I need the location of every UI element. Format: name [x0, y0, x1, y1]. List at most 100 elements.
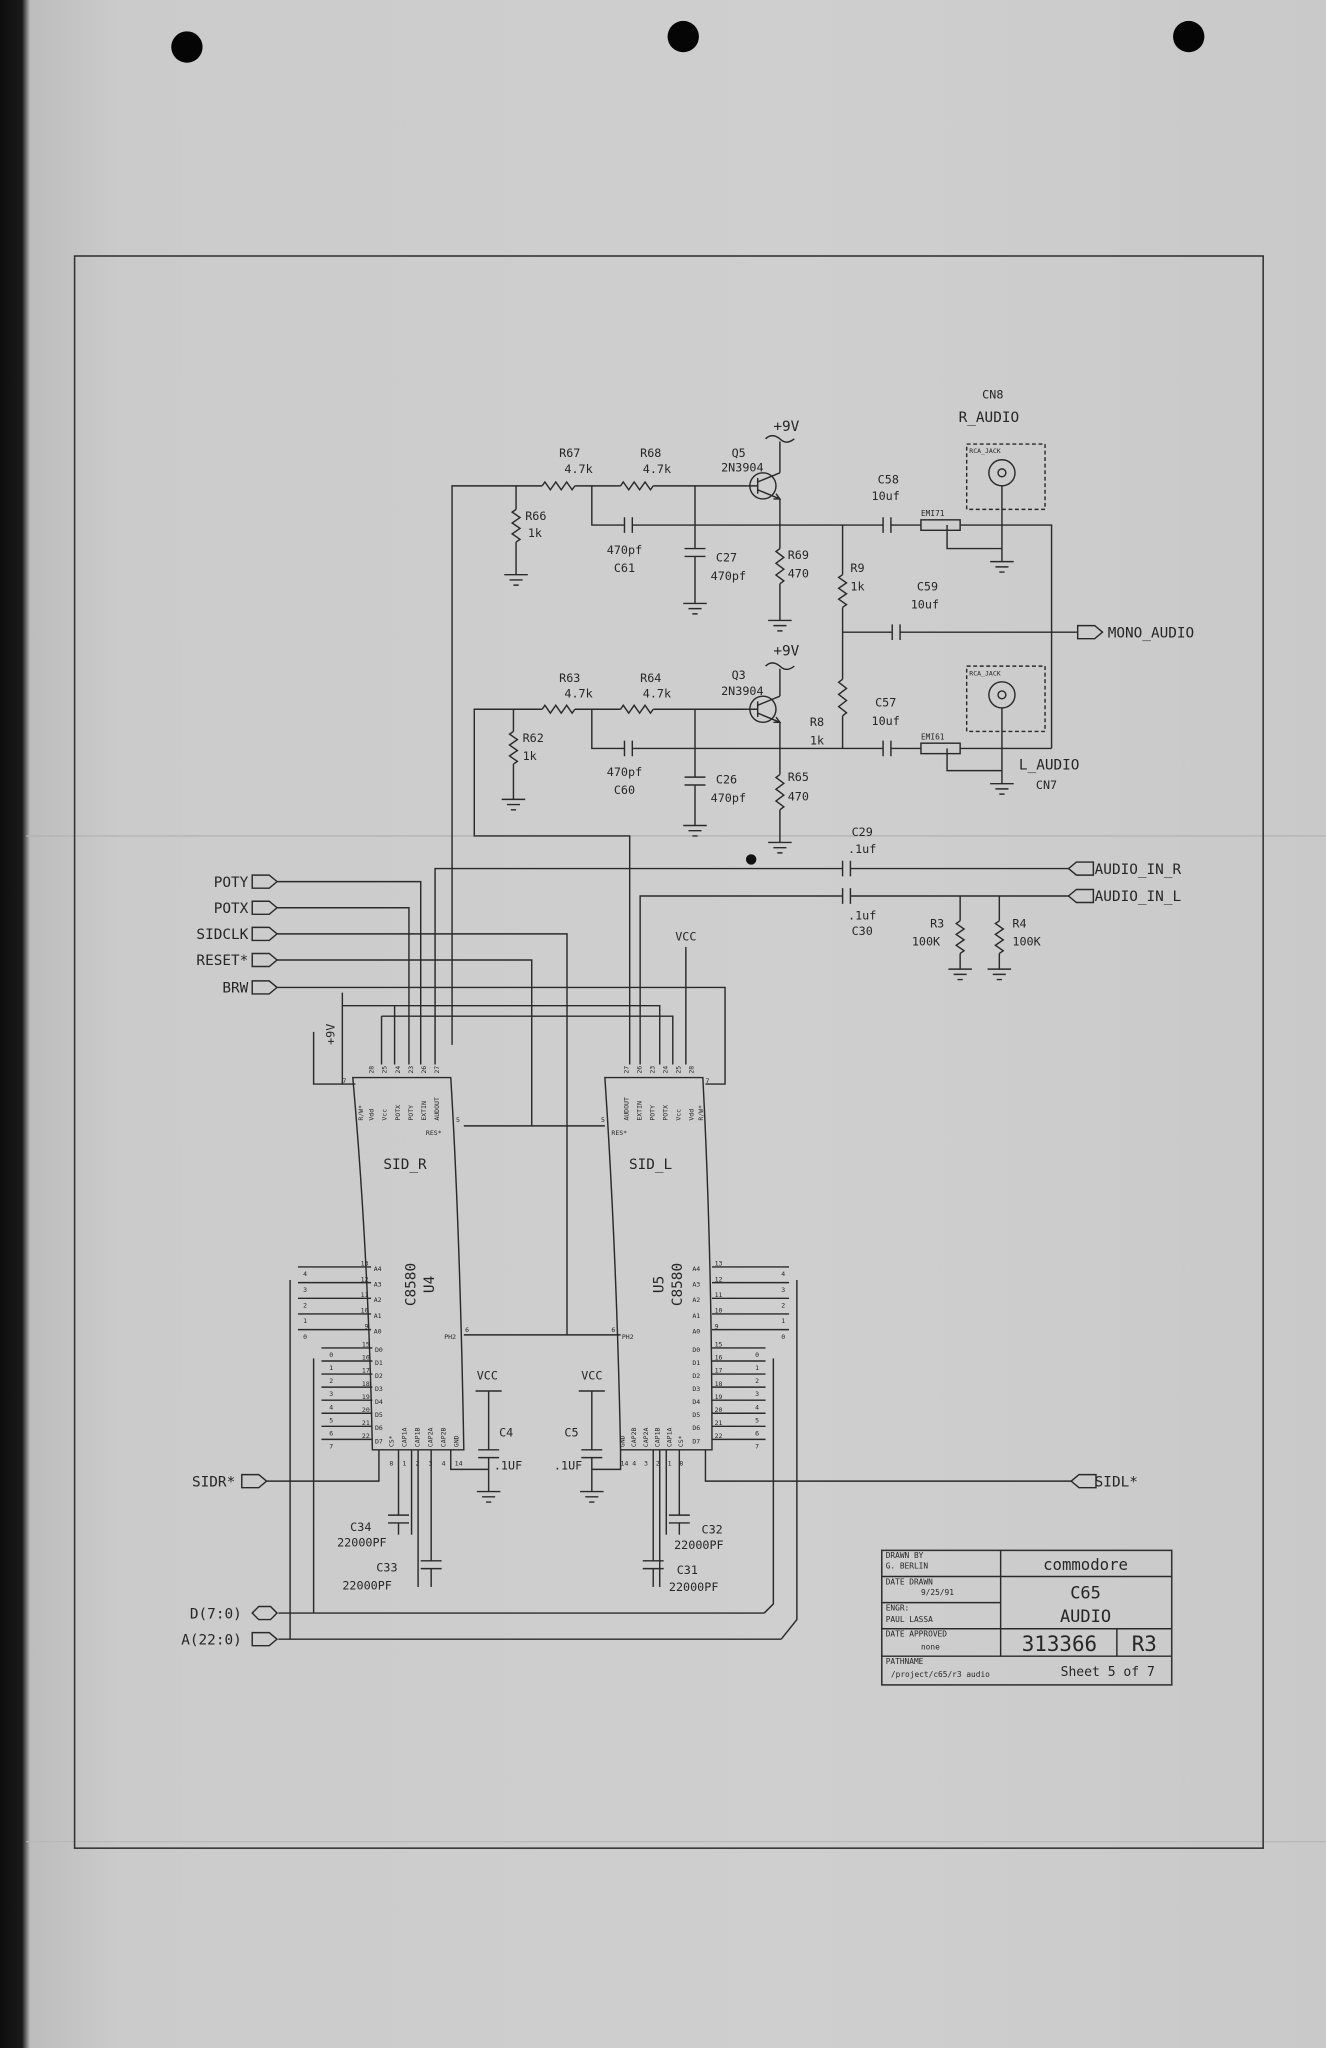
- d-bus-connector: [251, 1605, 279, 1621]
- capacitor-c5: [581, 1449, 603, 1459]
- pin-number: 8: [389, 1459, 393, 1467]
- ground-symbol: [948, 968, 972, 981]
- parts-c27-1-label: 470pf: [711, 569, 746, 583]
- title-block-date-drawn: 9/25/91: [921, 1588, 954, 1597]
- pin-number: 3: [429, 1459, 433, 1467]
- power-vcc-label: VCC: [675, 929, 696, 943]
- pin-name: POTX: [394, 1105, 402, 1121]
- resistor-r64: [619, 704, 654, 715]
- pin-name: CAP2B: [630, 1427, 638, 1447]
- resistor-r3: [954, 920, 966, 955]
- wire: [591, 709, 625, 750]
- audio-in-r-connector: [1067, 861, 1095, 876]
- parts-q5-1-label: 2N3904: [721, 461, 763, 475]
- pin-name: PH2: [444, 1333, 456, 1341]
- parts-r65-1-label: 470: [788, 790, 809, 804]
- wire: [473, 708, 631, 1065]
- power-vcc-label: VCC: [477, 1368, 498, 1382]
- bus-entry-number: 2: [755, 1377, 759, 1385]
- bus-entry-number: 1: [329, 1364, 333, 1372]
- ground-symbol: [768, 841, 792, 854]
- parts-r9-1-label: 1k: [850, 579, 864, 593]
- pin-number: 11: [715, 1291, 723, 1299]
- wire: [277, 933, 568, 1335]
- title-block-engr-label: ENGR:: [886, 1603, 910, 1612]
- parts-q5-0-label: Q5: [732, 446, 746, 460]
- power-9v-symbol: [765, 434, 795, 443]
- pin-name: D5: [375, 1411, 383, 1419]
- pin-number: 14: [621, 1459, 629, 1467]
- parts-c30-0-label: C30: [852, 924, 873, 938]
- brw-connector: [251, 980, 279, 995]
- signals-potx-label: POTX: [214, 901, 249, 917]
- parts-c57-1-label: 10uf: [872, 714, 900, 728]
- pin-number: 27: [433, 1066, 441, 1074]
- wire: [277, 907, 410, 1065]
- parts-r67-0-label: R67: [559, 446, 580, 460]
- title-block-date-approved-label: DATE APPROVED: [886, 1630, 948, 1639]
- potx-connector: [251, 900, 279, 916]
- parts-c26-0-label: C26: [716, 773, 737, 787]
- parts-c5-1-label: .1UF: [554, 1458, 582, 1472]
- parts-r62-1-label: 1k: [523, 749, 537, 763]
- chips-sid_l-name-label: SID_L: [629, 1157, 672, 1173]
- pin-name: A2: [374, 1296, 382, 1304]
- ground-symbol: [987, 968, 1012, 981]
- pin-number: 20: [362, 1406, 370, 1414]
- pin-name: D7: [375, 1437, 383, 1445]
- pin-name: CAP1B: [413, 1427, 421, 1447]
- pin-name: A4: [692, 1265, 700, 1273]
- title-block-drawn-by: G. BERLIN: [886, 1562, 929, 1571]
- sidr-connector: [241, 1473, 268, 1489]
- resistor-r8: [837, 678, 848, 717]
- pin-name: CAP2A: [426, 1427, 434, 1447]
- wire: [312, 1031, 343, 1085]
- mono-audio-connector: [1076, 624, 1104, 640]
- pin-name: Vdd: [368, 1109, 376, 1121]
- resistor-r66: [510, 508, 522, 543]
- pin-name: D0: [375, 1346, 383, 1354]
- pin-number: 23: [649, 1066, 657, 1074]
- capacitor-c30: [841, 888, 852, 904]
- pin-name: GND: [453, 1435, 461, 1447]
- resistor-r63: [541, 704, 576, 715]
- signals-in_r-label: AUDIO_IN_R: [1095, 862, 1182, 878]
- pin-name: D6: [692, 1424, 700, 1432]
- pin-name: D1: [692, 1359, 700, 1367]
- pin-number: 2: [415, 1459, 419, 1467]
- ground-symbol: [683, 602, 707, 615]
- pin-name: D2: [692, 1372, 700, 1380]
- resistor-r65: [774, 773, 786, 811]
- pin-name: EXTIN: [420, 1101, 428, 1121]
- pin-number: 8: [679, 1459, 683, 1467]
- bus-entry-number: 7: [329, 1442, 333, 1450]
- pin-name: Vcc: [675, 1109, 683, 1121]
- punch-hole: [171, 31, 203, 63]
- parts-c30-1-label: .1uf: [848, 909, 876, 923]
- pin-name: A1: [374, 1312, 382, 1320]
- wire: [704, 1449, 1072, 1482]
- parts-r3-1-label: 100K: [912, 935, 941, 949]
- pin-name: D3: [692, 1385, 700, 1393]
- capacitor-c59: [891, 624, 901, 640]
- parts-c4-1-label: .1UF: [494, 1458, 522, 1472]
- bus-entry-number: 6: [755, 1429, 759, 1437]
- parts-r66-0-label: R66: [525, 509, 546, 523]
- parts-cn7-name-label: L_AUDIO: [1019, 757, 1080, 773]
- wire: [451, 485, 543, 1045]
- rca-jack-cn8-pin: [997, 468, 1007, 478]
- pin-name: D2: [375, 1372, 383, 1380]
- title-block-sheet: Sheet 5 of 7: [1061, 1665, 1155, 1680]
- wire: [960, 524, 1053, 749]
- parts-cn8-jack-label: RCA_JACK: [969, 447, 1000, 455]
- pin-number: 6: [611, 1326, 615, 1334]
- pin-name: POTX: [662, 1105, 670, 1121]
- ground-symbol: [580, 1490, 604, 1503]
- pin-number: 25: [381, 1066, 389, 1074]
- parts-c60-0-label: C60: [614, 783, 635, 797]
- title-block-part-number: 313366: [1022, 1632, 1097, 1656]
- resistor-r9: [837, 574, 848, 608]
- parts-c5-0-label: C5: [564, 1426, 578, 1440]
- pin-name: A3: [374, 1281, 382, 1289]
